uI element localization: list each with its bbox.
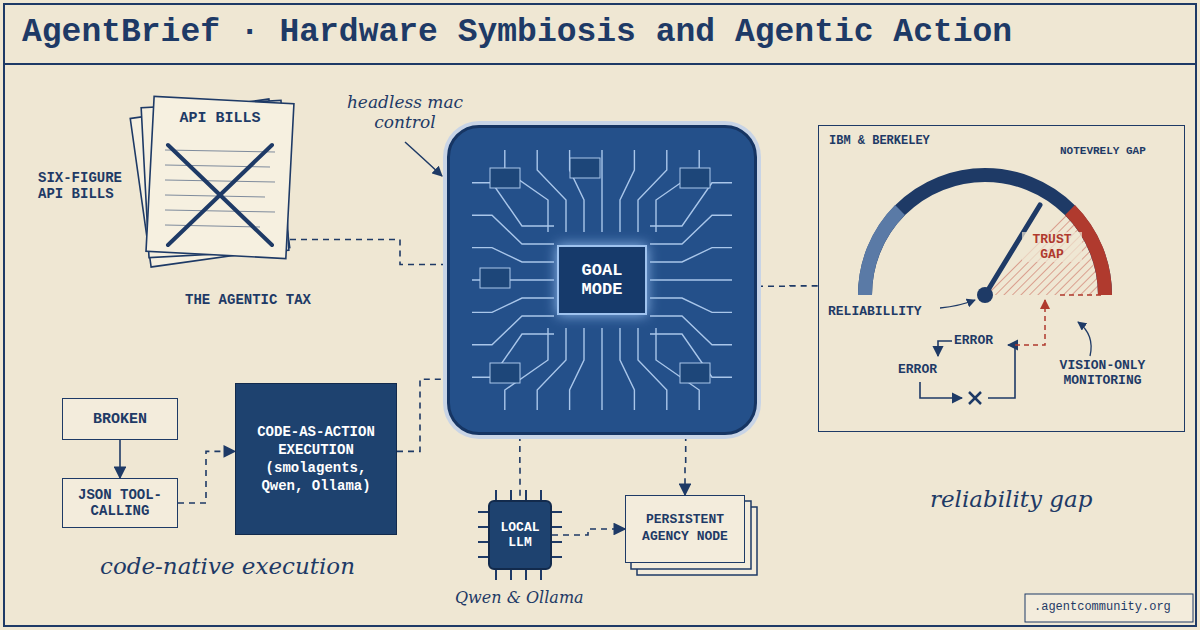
paper-stack: API BILLS: [150, 100, 290, 255]
node-text: GOAL MODE: [557, 245, 647, 315]
connector: [178, 451, 235, 503]
execution-box: CODE-AS-ACTION EXECUTION (smolagents, Qw…: [235, 383, 397, 535]
paper-stack: [130, 96, 294, 267]
cross-out: [168, 145, 272, 245]
text-label: RELIABILLITY: [828, 304, 948, 319]
leader-line: [1078, 322, 1091, 356]
process-box: BROKEN: [62, 398, 178, 440]
handwritten-note: reliability gap: [930, 486, 1150, 512]
text-label: SIX-FIGURE API BILLS: [38, 170, 148, 202]
gauge: [865, 175, 1105, 303]
node-text: JSON TOOL-CALLING: [67, 487, 173, 519]
connector: [119, 440, 121, 478]
chip-pins: [478, 490, 562, 580]
connector: [519, 435, 521, 500]
stacked-box: PERSISTENT AGENCY NODE: [625, 495, 745, 563]
connector: [290, 240, 447, 265]
connector: [397, 379, 447, 451]
text-label: ERROR: [954, 333, 1014, 348]
trust-gap-link: [1015, 300, 1045, 345]
page-frame: [4, 4, 1196, 626]
connector: [552, 529, 625, 535]
callout-arrow: [405, 142, 442, 176]
text-label: TRUST GAP: [1022, 232, 1082, 262]
process-box: JSON TOOL-CALLING: [62, 478, 178, 528]
handwritten-note: Qwen & Ollama: [455, 588, 605, 607]
text-label: THE AGENTIC TAX: [185, 292, 355, 308]
text-label: .agentcommunity.org: [1034, 600, 1194, 614]
connector: [757, 285, 818, 287]
title-rule: [4, 63, 1196, 65]
processor-chip: GOAL MODE: [447, 125, 757, 435]
leader-line: [940, 300, 975, 308]
node-text: IBM & BERKELEY: [829, 134, 930, 148]
text-label: VISION-ONLY MONITORING: [1030, 358, 1175, 388]
node-text: BROKEN: [93, 411, 147, 428]
node-text: CODE-AS-ACTION EXECUTION (smolagents, Qw…: [244, 423, 388, 496]
node-text: API BILLS: [176, 110, 263, 127]
node-text: LOCAL LLM: [493, 520, 547, 550]
handwritten-note: code-native execution: [100, 553, 380, 579]
handwritten-note: headless mac control: [335, 92, 475, 132]
document-lines: [165, 150, 275, 227]
footer-box: [1025, 594, 1193, 622]
text-label: NOTEVRELY GAP: [1060, 145, 1170, 157]
text-label: ERROR: [898, 362, 958, 377]
local-llm-chip: LOCAL LLM: [488, 500, 552, 570]
node-text: PERSISTENT AGENCY NODE: [630, 512, 740, 546]
connector: [684, 435, 686, 495]
page-title: AgentBrief · Hardware Symbiosis and Agen…: [22, 14, 1012, 51]
